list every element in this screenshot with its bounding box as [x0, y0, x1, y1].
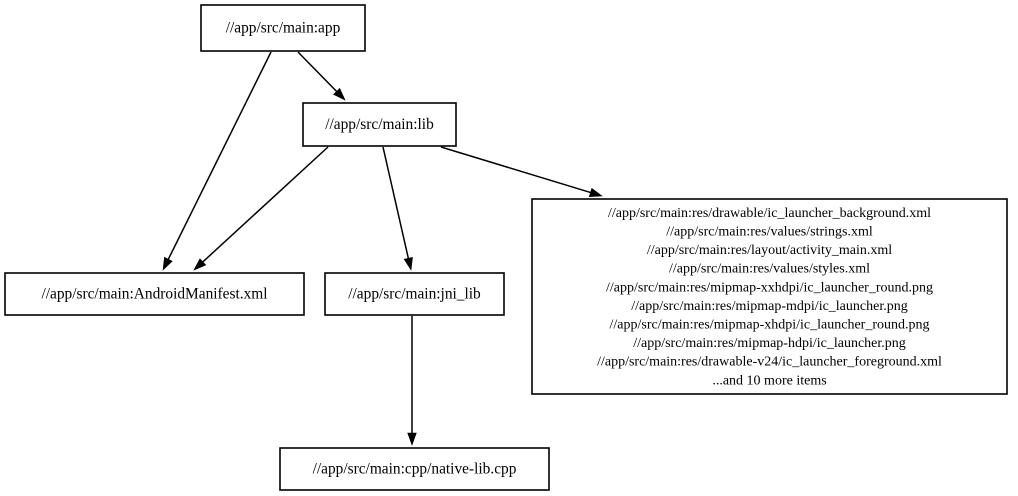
edge-line	[297, 51, 339, 94]
graph-edge-lib-to-resources	[440, 146, 603, 197]
edge-arrowhead-icon	[162, 256, 173, 271]
edge-arrowhead-icon	[193, 258, 207, 271]
edge-line	[382, 146, 410, 260]
node-label: //app/src/main:AndroidManifest.xml	[41, 286, 267, 303]
graph-node-native_lib[interactable]: //app/src/main:cpp/native-lib.cpp	[279, 447, 550, 491]
node-label-line: //app/src/main:res/drawable/ic_launcher_…	[608, 206, 931, 221]
graph-edge-lib-to-manifest	[193, 146, 329, 271]
graph-edge-app-to-manifest	[162, 51, 272, 271]
node-label-line: //app/src/main:res/mipmap-hdpi/ic_launch…	[633, 336, 906, 351]
edge-arrowhead-icon	[333, 87, 346, 101]
node-box[interactable]	[4, 272, 305, 316]
graph-node-app[interactable]: //app/src/main:app	[200, 4, 366, 52]
graph-node-resources[interactable]: //app/src/main:res/drawable/ic_launcher_…	[531, 198, 1008, 395]
node-label: //app/src/main:app	[226, 20, 341, 37]
node-box[interactable]	[531, 198, 1008, 395]
node-label-line: //app/src/main:res/mipmap-mdpi/ic_launch…	[631, 299, 907, 314]
node-box[interactable]	[200, 4, 366, 52]
graph-nodes: //app/src/main:app //app/src/main:lib //ap…	[4, 4, 1008, 491]
node-label: //app/src/main:lib	[325, 116, 434, 133]
node-label-line: //app/src/main:res/values/styles.xml	[669, 262, 870, 277]
graph-node-manifest[interactable]: //app/src/main:AndroidManifest.xml	[4, 272, 305, 316]
node-label-line: //app/src/main:res/layout/activity_main.…	[647, 243, 892, 258]
node-label-line: //app/src/main:res/values/strings.xml	[666, 224, 873, 239]
node-box[interactable]	[279, 447, 550, 491]
edge-arrowhead-icon	[588, 187, 603, 197]
graph-edge-app-to-lib	[297, 51, 346, 101]
graph-edges	[162, 51, 603, 446]
node-label: //app/src/main:jni_lib	[348, 286, 481, 303]
node-label-line: ...and 10 more items	[712, 373, 826, 388]
edge-arrowhead-icon	[407, 432, 417, 446]
node-label: //app/src/main:cpp/native-lib.cpp	[313, 461, 517, 478]
node-label-line: //app/src/main:res/mipmap-xhdpi/ic_launc…	[610, 317, 930, 332]
graph-edge-jni-lib-to-native-lib	[407, 316, 417, 446]
graph-node-lib[interactable]: //app/src/main:lib	[302, 102, 457, 147]
node-label-line: //app/src/main:res/mipmap-xxhdpi/ic_laun…	[606, 280, 933, 295]
node-box[interactable]	[302, 102, 457, 147]
edge-line	[440, 146, 593, 194]
graph-node-jni_lib[interactable]: //app/src/main:jni_lib	[324, 272, 505, 316]
edge-line	[201, 146, 329, 264]
edge-arrowhead-icon	[403, 256, 413, 271]
node-label-line: //app/src/main:res/drawable-v24/ic_launc…	[597, 355, 942, 370]
node-box[interactable]	[324, 272, 505, 316]
graph-edge-lib-to-jni-lib	[382, 146, 413, 271]
edge-line	[166, 51, 272, 261]
